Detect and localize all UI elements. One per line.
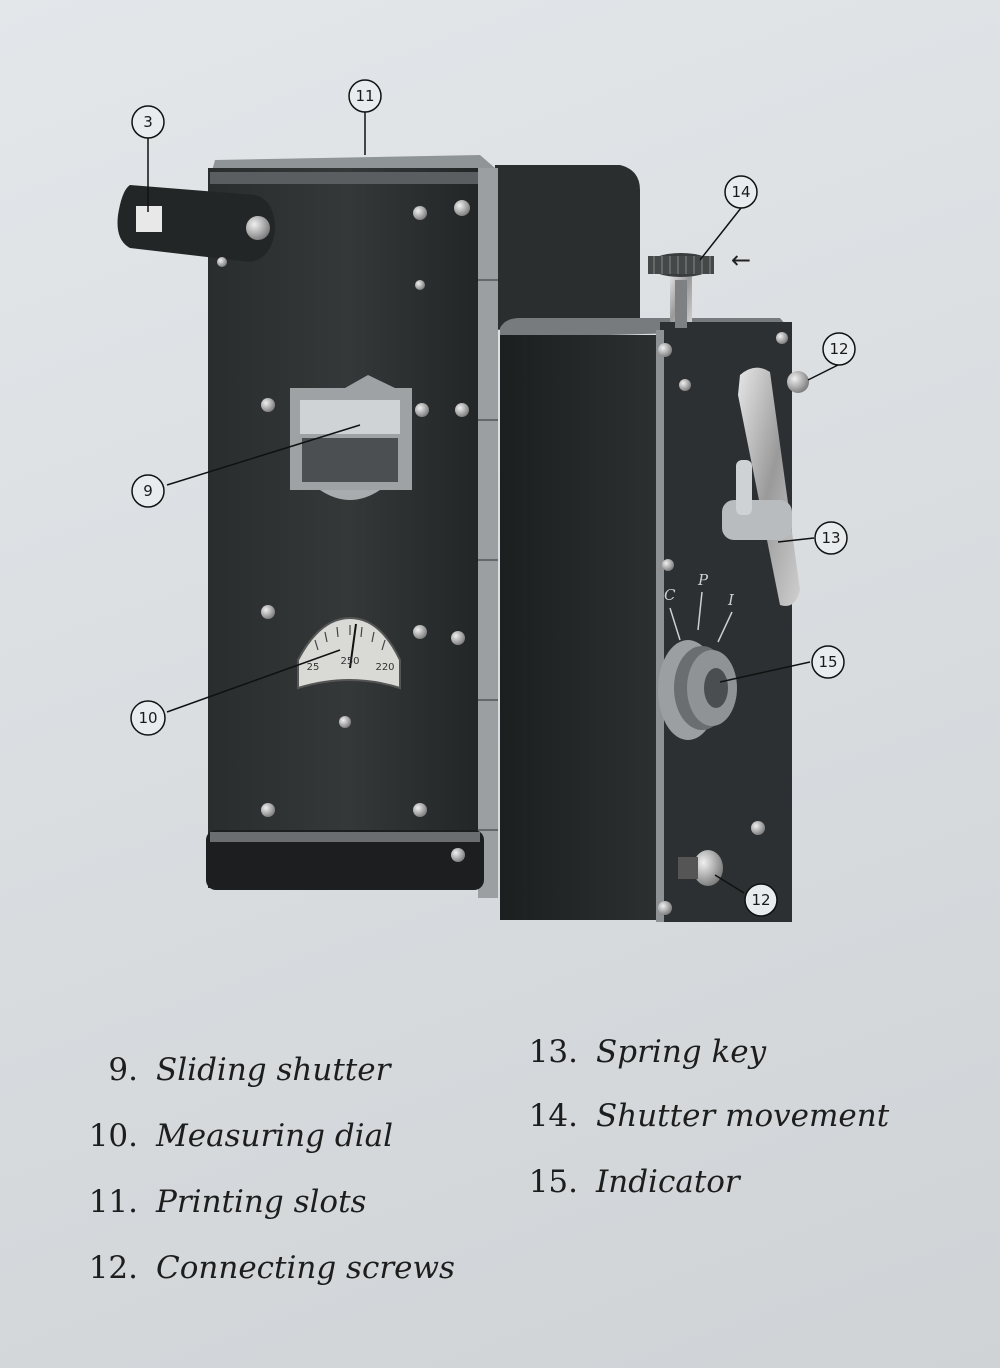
svg-text:9: 9 [143,482,153,500]
legend-label: Shutter movement [596,1098,890,1134]
legend-label: Printing slots [156,1184,367,1220]
callout-12-bottom: 12 [744,883,778,917]
legend-item: 12. Connecting screws [68,1250,455,1286]
direction-arrow: ← [731,246,751,274]
indicator-knob [658,640,737,740]
front-screws [217,200,470,862]
legend-label: Measuring dial [156,1118,393,1154]
svg-text:12: 12 [751,891,770,909]
svg-text:10: 10 [138,709,157,727]
front-panel [208,168,486,888]
callout-12-top: 12 [822,332,856,366]
legend-label: Connecting screws [156,1250,455,1286]
svg-text:13: 13 [821,529,840,547]
svg-text:14: 14 [731,183,750,201]
side-screws [658,332,788,915]
connecting-screw-bottom [678,850,723,886]
callout-3: 3 [131,105,165,139]
camera-illustration: 25 250 220 [117,79,856,922]
dial-label-middle: 250 [340,656,359,667]
position-c: C [664,586,676,604]
svg-text:3: 3 [143,113,153,131]
dial-label-right: 220 [375,662,394,673]
dial-label-left: 25 [307,662,320,673]
position-p: P [697,571,709,589]
legend-number: 10. [88,1118,138,1154]
key-arm [117,185,275,262]
connecting-screw-top [787,371,809,393]
spring-key [722,367,800,606]
svg-text:15: 15 [818,653,837,671]
legend-number: 13. [528,1034,578,1070]
legend-label: Sliding shutter [156,1052,391,1088]
legend-number: 12. [88,1250,138,1286]
svg-text:12: 12 [829,340,848,358]
legend-item: 11. Printing slots [68,1184,367,1220]
leader-lines [147,112,839,894]
side-box-front [500,335,660,920]
shutter-movement-knob [648,253,714,328]
svg-text:11: 11 [355,87,374,105]
measuring-dial: 25 250 220 [297,616,401,690]
legend-label: Indicator [596,1164,740,1200]
callout-14: 14 [724,175,758,209]
callout-11: 11 [348,79,382,113]
legend-number: 14. [528,1098,578,1134]
callout-10: 10 [130,700,166,736]
legend-item: 9. Sliding shutter [68,1052,390,1088]
legend-label: Spring key [596,1034,767,1070]
callout-15: 15 [811,645,845,679]
legend-item: 13. Spring key [508,1034,766,1070]
legend-number: 11. [88,1184,138,1220]
bottom-rail [206,830,484,890]
legend-item: 14. Shutter movement [508,1098,890,1134]
callout-13: 13 [814,521,848,555]
hinge [478,168,498,898]
legend-item: 10. Measuring dial [68,1118,393,1154]
sliding-shutter-window [290,375,412,500]
legend-number: 9. [108,1052,138,1088]
callout-9: 9 [131,474,165,508]
legend-item: 15. Indicator [508,1164,740,1200]
rear-panel [495,165,640,330]
legend-number: 15. [528,1164,578,1200]
position-i: I [727,591,735,609]
